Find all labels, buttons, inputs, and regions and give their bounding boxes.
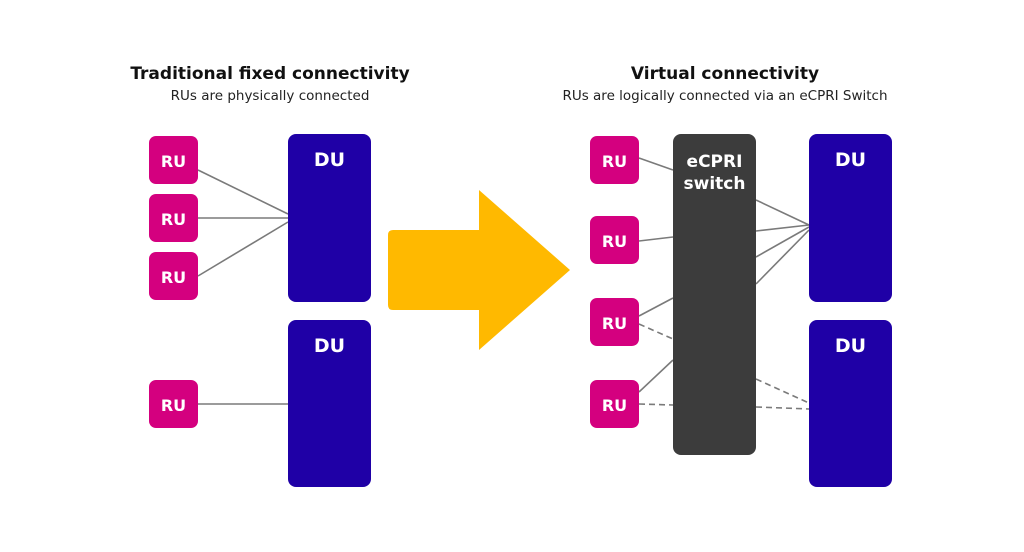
ru-label: RU <box>161 268 186 287</box>
right-ru-1: RU <box>590 136 639 184</box>
dashed-connection-line <box>755 378 810 404</box>
ru-label: RU <box>602 152 627 171</box>
connection-line <box>638 297 674 317</box>
left-du-1: DU <box>288 134 371 302</box>
connection-line <box>638 236 674 242</box>
ru-label: RU <box>161 210 186 229</box>
right-du-2: DU <box>809 320 892 487</box>
right-title: Virtual connectivity <box>630 64 820 84</box>
du-label: DU <box>835 149 866 171</box>
right-du-1: DU <box>809 134 892 302</box>
connection-line <box>197 221 289 277</box>
left-ru-4: RU <box>149 380 198 428</box>
connection-line <box>197 169 289 215</box>
du-label: DU <box>314 335 345 357</box>
ru-label: RU <box>602 396 627 415</box>
right-dashed-connections <box>638 323 810 410</box>
connection-line <box>755 224 810 232</box>
ru-label: RU <box>161 152 186 171</box>
ru-label: RU <box>161 396 186 415</box>
connection-line <box>638 157 674 171</box>
switch-label-line2: switch <box>684 174 746 194</box>
connection-line <box>755 229 810 285</box>
connection-line <box>755 226 810 258</box>
dashed-connection-line <box>638 403 674 406</box>
left-subtitle: RUs are physically connected <box>170 88 370 104</box>
right-connections <box>638 157 810 393</box>
ecpri-switch: eCPRI switch <box>673 134 756 455</box>
du-label: DU <box>835 335 866 357</box>
ru-label: RU <box>602 232 627 251</box>
right-ru-2: RU <box>590 216 639 264</box>
left-ru-2: RU <box>149 194 198 242</box>
transition-arrow-icon <box>388 190 570 350</box>
left-title: Traditional fixed connectivity <box>130 64 410 84</box>
left-du-2: DU <box>288 320 371 487</box>
dashed-connection-line <box>755 406 810 410</box>
ru-label: RU <box>602 314 627 333</box>
dashed-connection-line <box>638 323 674 340</box>
du-label: DU <box>314 149 345 171</box>
right-ru-4: RU <box>590 380 639 428</box>
connection-line <box>755 199 810 226</box>
right-ru-3: RU <box>590 298 639 346</box>
left-ru-3: RU <box>149 252 198 300</box>
left-ru-1: RU <box>149 136 198 184</box>
left-connections <box>197 169 289 405</box>
right-subtitle: RUs are logically connected via an eCPRI… <box>562 88 888 104</box>
switch-label-line1: eCPRI <box>687 152 743 172</box>
connection-line <box>638 359 674 393</box>
